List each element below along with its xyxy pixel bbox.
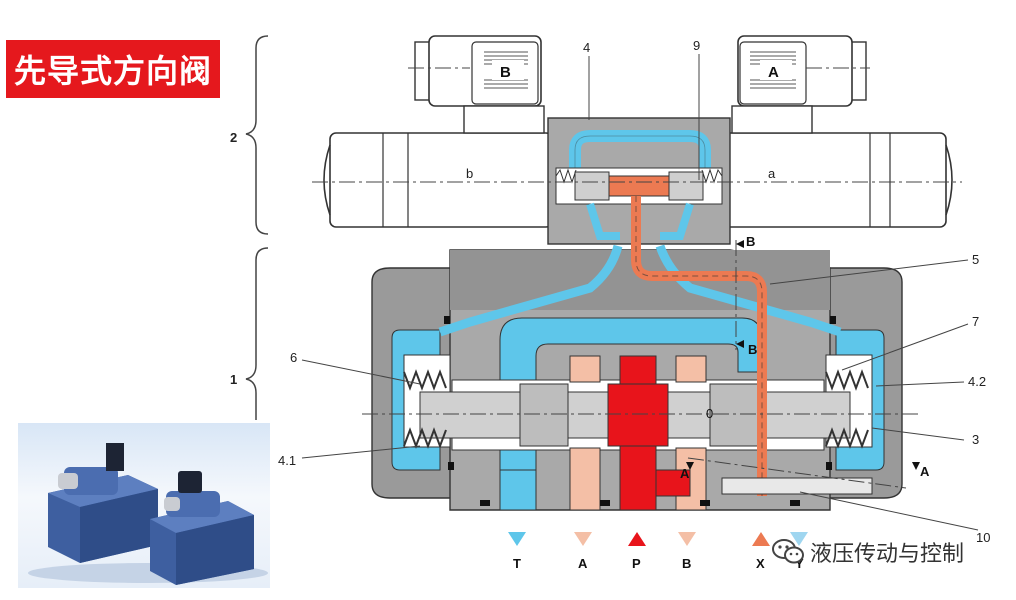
valve-photo-illustration: [28, 443, 268, 585]
brace-2: [245, 35, 269, 235]
callout-1: 1: [230, 372, 237, 387]
coil-label-a: a: [768, 166, 776, 181]
solenoid-a: [723, 35, 953, 228]
callout-6: 6: [290, 350, 297, 365]
port-labels: T A P B X Y: [513, 556, 804, 571]
port-y-marker: [790, 532, 808, 546]
port-p-marker: [628, 532, 646, 546]
callout-4-2: 4.2: [968, 374, 986, 389]
port-label-t: T: [513, 556, 521, 571]
port-t-marker: [508, 532, 526, 546]
watermark-text: 液压传动与控制: [810, 542, 965, 567]
port-label-p: P: [632, 556, 641, 571]
callout-labels: 2 1 4 9 5 7 4.2 3 6 4.1 10: [230, 38, 990, 545]
callout-2: 2: [230, 130, 237, 145]
section-letters: B B A A 0: [680, 234, 930, 481]
port-a-marker: [574, 532, 592, 546]
coil-label-b: b: [466, 166, 473, 181]
port-label-a: A: [578, 556, 588, 571]
port-x-marker: [752, 532, 770, 546]
solenoid-tag-b: B: [500, 64, 511, 81]
brace-1: [245, 247, 269, 420]
port-b-marker: [678, 532, 696, 546]
solenoid-b: [323, 35, 553, 228]
page-title: 先导式方向阀: [6, 40, 220, 98]
product-photo: [18, 423, 270, 588]
callout-4-1: 4.1: [278, 453, 296, 468]
center-lines: [312, 67, 962, 489]
port-label-x: X: [756, 556, 765, 571]
callout-10: 10: [976, 530, 990, 545]
callout-7: 7: [972, 314, 979, 329]
solenoid-tag-a: A: [768, 64, 779, 81]
port-markers: [508, 532, 808, 546]
watermark: 液压传动与控制: [772, 535, 964, 569]
port-label-b: B: [682, 556, 691, 571]
section-b-top: B: [746, 234, 755, 249]
callout-5: 5: [972, 252, 979, 267]
solenoid-labels: B A b a: [466, 60, 792, 181]
section-b-bottom: B: [748, 342, 757, 357]
port-label-y: Y: [795, 556, 804, 571]
leader-lines: [301, 54, 979, 531]
callout-4: 4: [583, 40, 590, 55]
callout-3: 3: [972, 432, 979, 447]
section-a-left: A: [680, 466, 690, 481]
spool-center-label: 0: [706, 406, 713, 421]
section-a-right: A: [920, 464, 930, 479]
callout-9: 9: [693, 38, 700, 53]
chat-bubble-icon: [772, 539, 804, 564]
section-arrows: [686, 240, 920, 470]
